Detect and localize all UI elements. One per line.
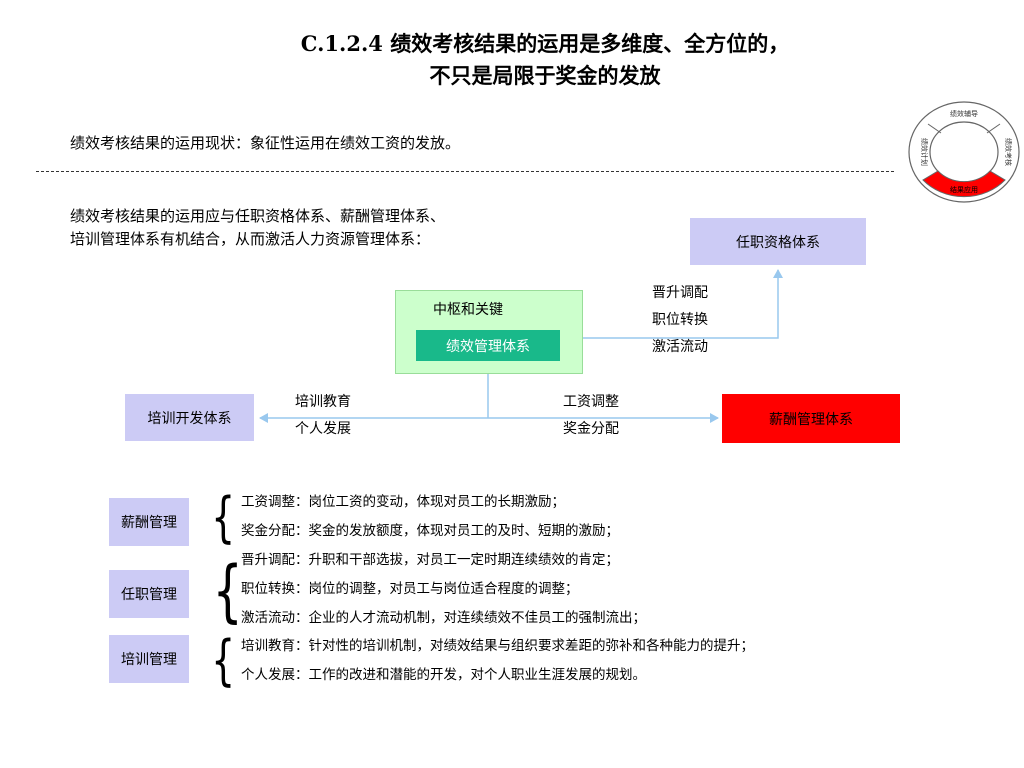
section-items-salary: 工资调整：岗位工资的变动，体现对员工的长期激励； 奖金分配：奖金的发放额度，体现… <box>241 488 619 546</box>
list-item: 工资调整：岗位工资的变动，体现对员工的长期激励； <box>241 494 565 510</box>
description-line-2: 培训管理体系有机结合，从而激活人力资源管理体系： <box>70 230 431 248</box>
section-box-position: 任职管理 <box>109 570 189 618</box>
page-title: C.1.2.4 绩效考核结果的运用是多维度、全方位的， 不只是局限于奖金的发放 <box>250 28 840 92</box>
cycle-bottom-label: 结果应用 <box>950 185 978 194</box>
label-flow: 激活流动 <box>652 339 708 355</box>
description-line-1: 绩效考核结果的运用应与任职资格体系、薪酬管理体系、 <box>70 207 446 225</box>
dashed-divider <box>36 171 894 172</box>
label-salary-adjust: 工资调整 <box>563 394 619 410</box>
list-item: 培训教育：针对性的培训机制，对绩效结果与组织要求差距的弥补和各种能力的提升； <box>241 638 754 654</box>
label-position-change: 职位转换 <box>652 312 708 328</box>
label-bonus: 奖金分配 <box>563 421 619 437</box>
right-labels: 工资调整 奖金分配 <box>563 389 619 443</box>
salary-system-box: 薪酬管理体系 <box>722 394 900 443</box>
left-labels: 培训教育 个人发展 <box>295 389 351 443</box>
cycle-left-label: 绩效计划 <box>920 138 929 166</box>
connector-to-qualification <box>560 269 783 339</box>
performance-cycle-graphic: 绩效辅导 绩效考核 结果应用 绩效计划 <box>908 101 1020 203</box>
section-items-training: 培训教育：针对性的培训机制，对绩效结果与组织要求差距的弥补和各种能力的提升； 个… <box>241 632 754 690</box>
section-box-training: 培训管理 <box>109 635 189 683</box>
cycle-right-label: 绩效考核 <box>1004 138 1013 166</box>
title-line-1: C.1.2.4 绩效考核结果的运用是多维度、全方位的， <box>300 31 790 56</box>
up-labels: 晋升调配 职位转换 激活流动 <box>652 280 708 361</box>
list-item: 个人发展：工作的改进和潜能的开发，对个人职业生涯发展的规划。 <box>241 667 646 683</box>
list-item: 职位转换：岗位的调整，对员工与岗位适合程度的调整； <box>241 581 579 597</box>
training-system-box: 培训开发体系 <box>125 394 254 441</box>
section-box-salary: 薪酬管理 <box>109 498 189 546</box>
list-item: 奖金分配：奖金的发放额度，体现对员工的及时、短期的激励； <box>241 523 619 539</box>
label-development: 个人发展 <box>295 421 351 437</box>
list-item: 晋升调配：升职和干部选拔，对员工一定时期连续绩效的肯定； <box>241 552 619 568</box>
hub-label: 中枢和关键 <box>433 302 503 318</box>
label-promotion: 晋升调配 <box>652 285 708 301</box>
title-line-2: 不只是局限于奖金的发放 <box>429 63 661 88</box>
section-items-position: 晋升调配：升职和干部选拔，对员工一定时期连续绩效的肯定； 职位转换：岗位的调整，… <box>241 546 646 633</box>
intro-text: 绩效考核结果的运用现状：象征性运用在绩效工资的发放。 <box>70 134 461 152</box>
list-item: 激活流动：企业的人才流动机制，对连续绩效不佳员工的强制流出； <box>241 610 646 626</box>
label-training: 培训教育 <box>295 394 351 410</box>
qualification-system-box: 任职资格体系 <box>690 218 866 265</box>
brace-position: { <box>212 552 243 631</box>
brace-training: { <box>211 629 236 692</box>
cycle-top-label: 绩效辅导 <box>950 109 978 118</box>
performance-system-box: 绩效管理体系 <box>416 330 560 361</box>
brace-salary: { <box>211 486 236 549</box>
cycle-active-segment <box>922 170 1006 198</box>
description-text: 绩效考核结果的运用应与任职资格体系、薪酬管理体系、 培训管理体系有机结合，从而激… <box>70 205 445 251</box>
